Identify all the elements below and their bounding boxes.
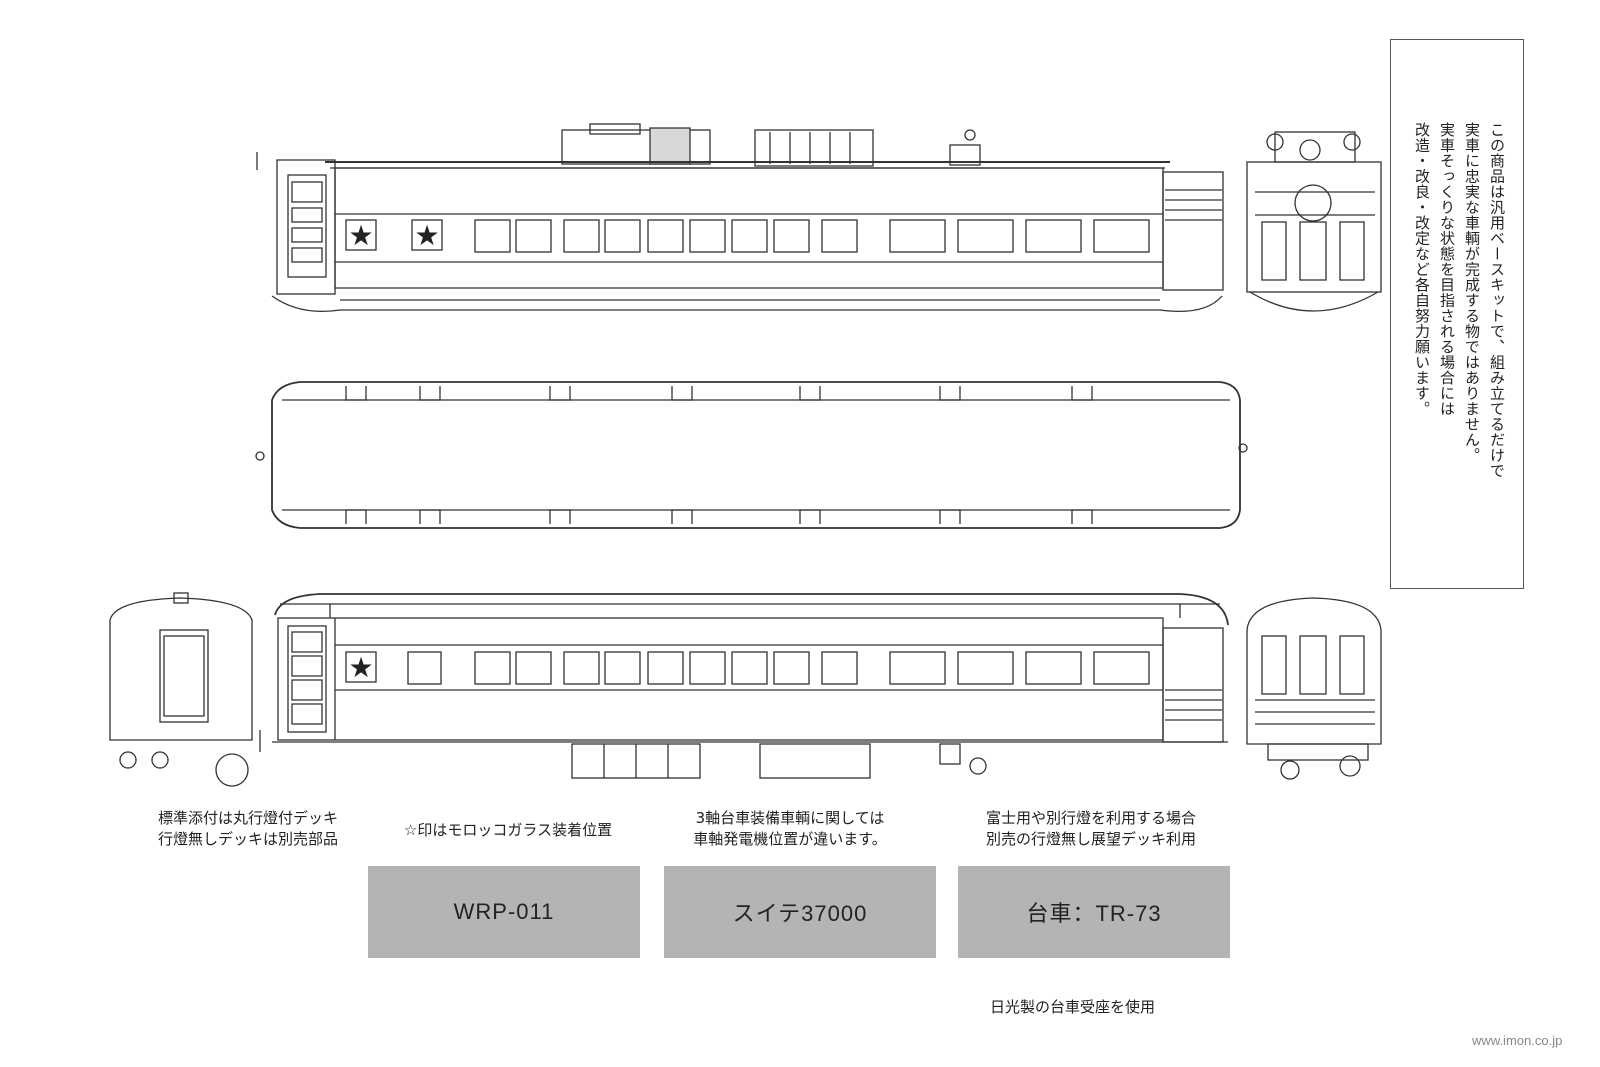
bogie-footnote: 日光製の台車受座を使用: [990, 998, 1156, 1016]
star-icon: ★: [348, 651, 373, 684]
roof-plan-view: [255, 381, 1248, 529]
disclaimer-text: この商品は汎用ベースキットで、組み立てるだけで 実車に忠実な車輌が完成する物では…: [1413, 122, 1506, 479]
product-code-label: WRP-011: [368, 866, 640, 958]
side-view-bottom: [109, 592, 1382, 787]
caption-star: ☆印はモロッコガラス装着位置: [403, 821, 613, 839]
disclaimer-box: この商品は汎用ベースキットで、組み立てるだけで 実車に忠実な車輌が完成する物では…: [1390, 39, 1524, 589]
caption-lantern-deck: 富士用や別行燈を利用する場合 別売の行燈無し展望デッキ利用: [985, 809, 1196, 848]
side-view-top: [256, 123, 1382, 313]
caption-bogie-note: 3軸台車装備車輌に関しては 車軸発電機位置が違います。: [693, 809, 887, 848]
star-icon: ★: [348, 219, 373, 252]
car-name-label: スイテ37000: [664, 866, 936, 958]
caption-deck: 標準添付は丸行燈付デッキ 行燈無しデッキは別売部品: [157, 809, 338, 848]
star-icon: ★: [414, 219, 439, 252]
bogie-label: 台車：TR-73: [958, 866, 1230, 958]
site-watermark: www.imon.co.jp: [1472, 1033, 1563, 1048]
